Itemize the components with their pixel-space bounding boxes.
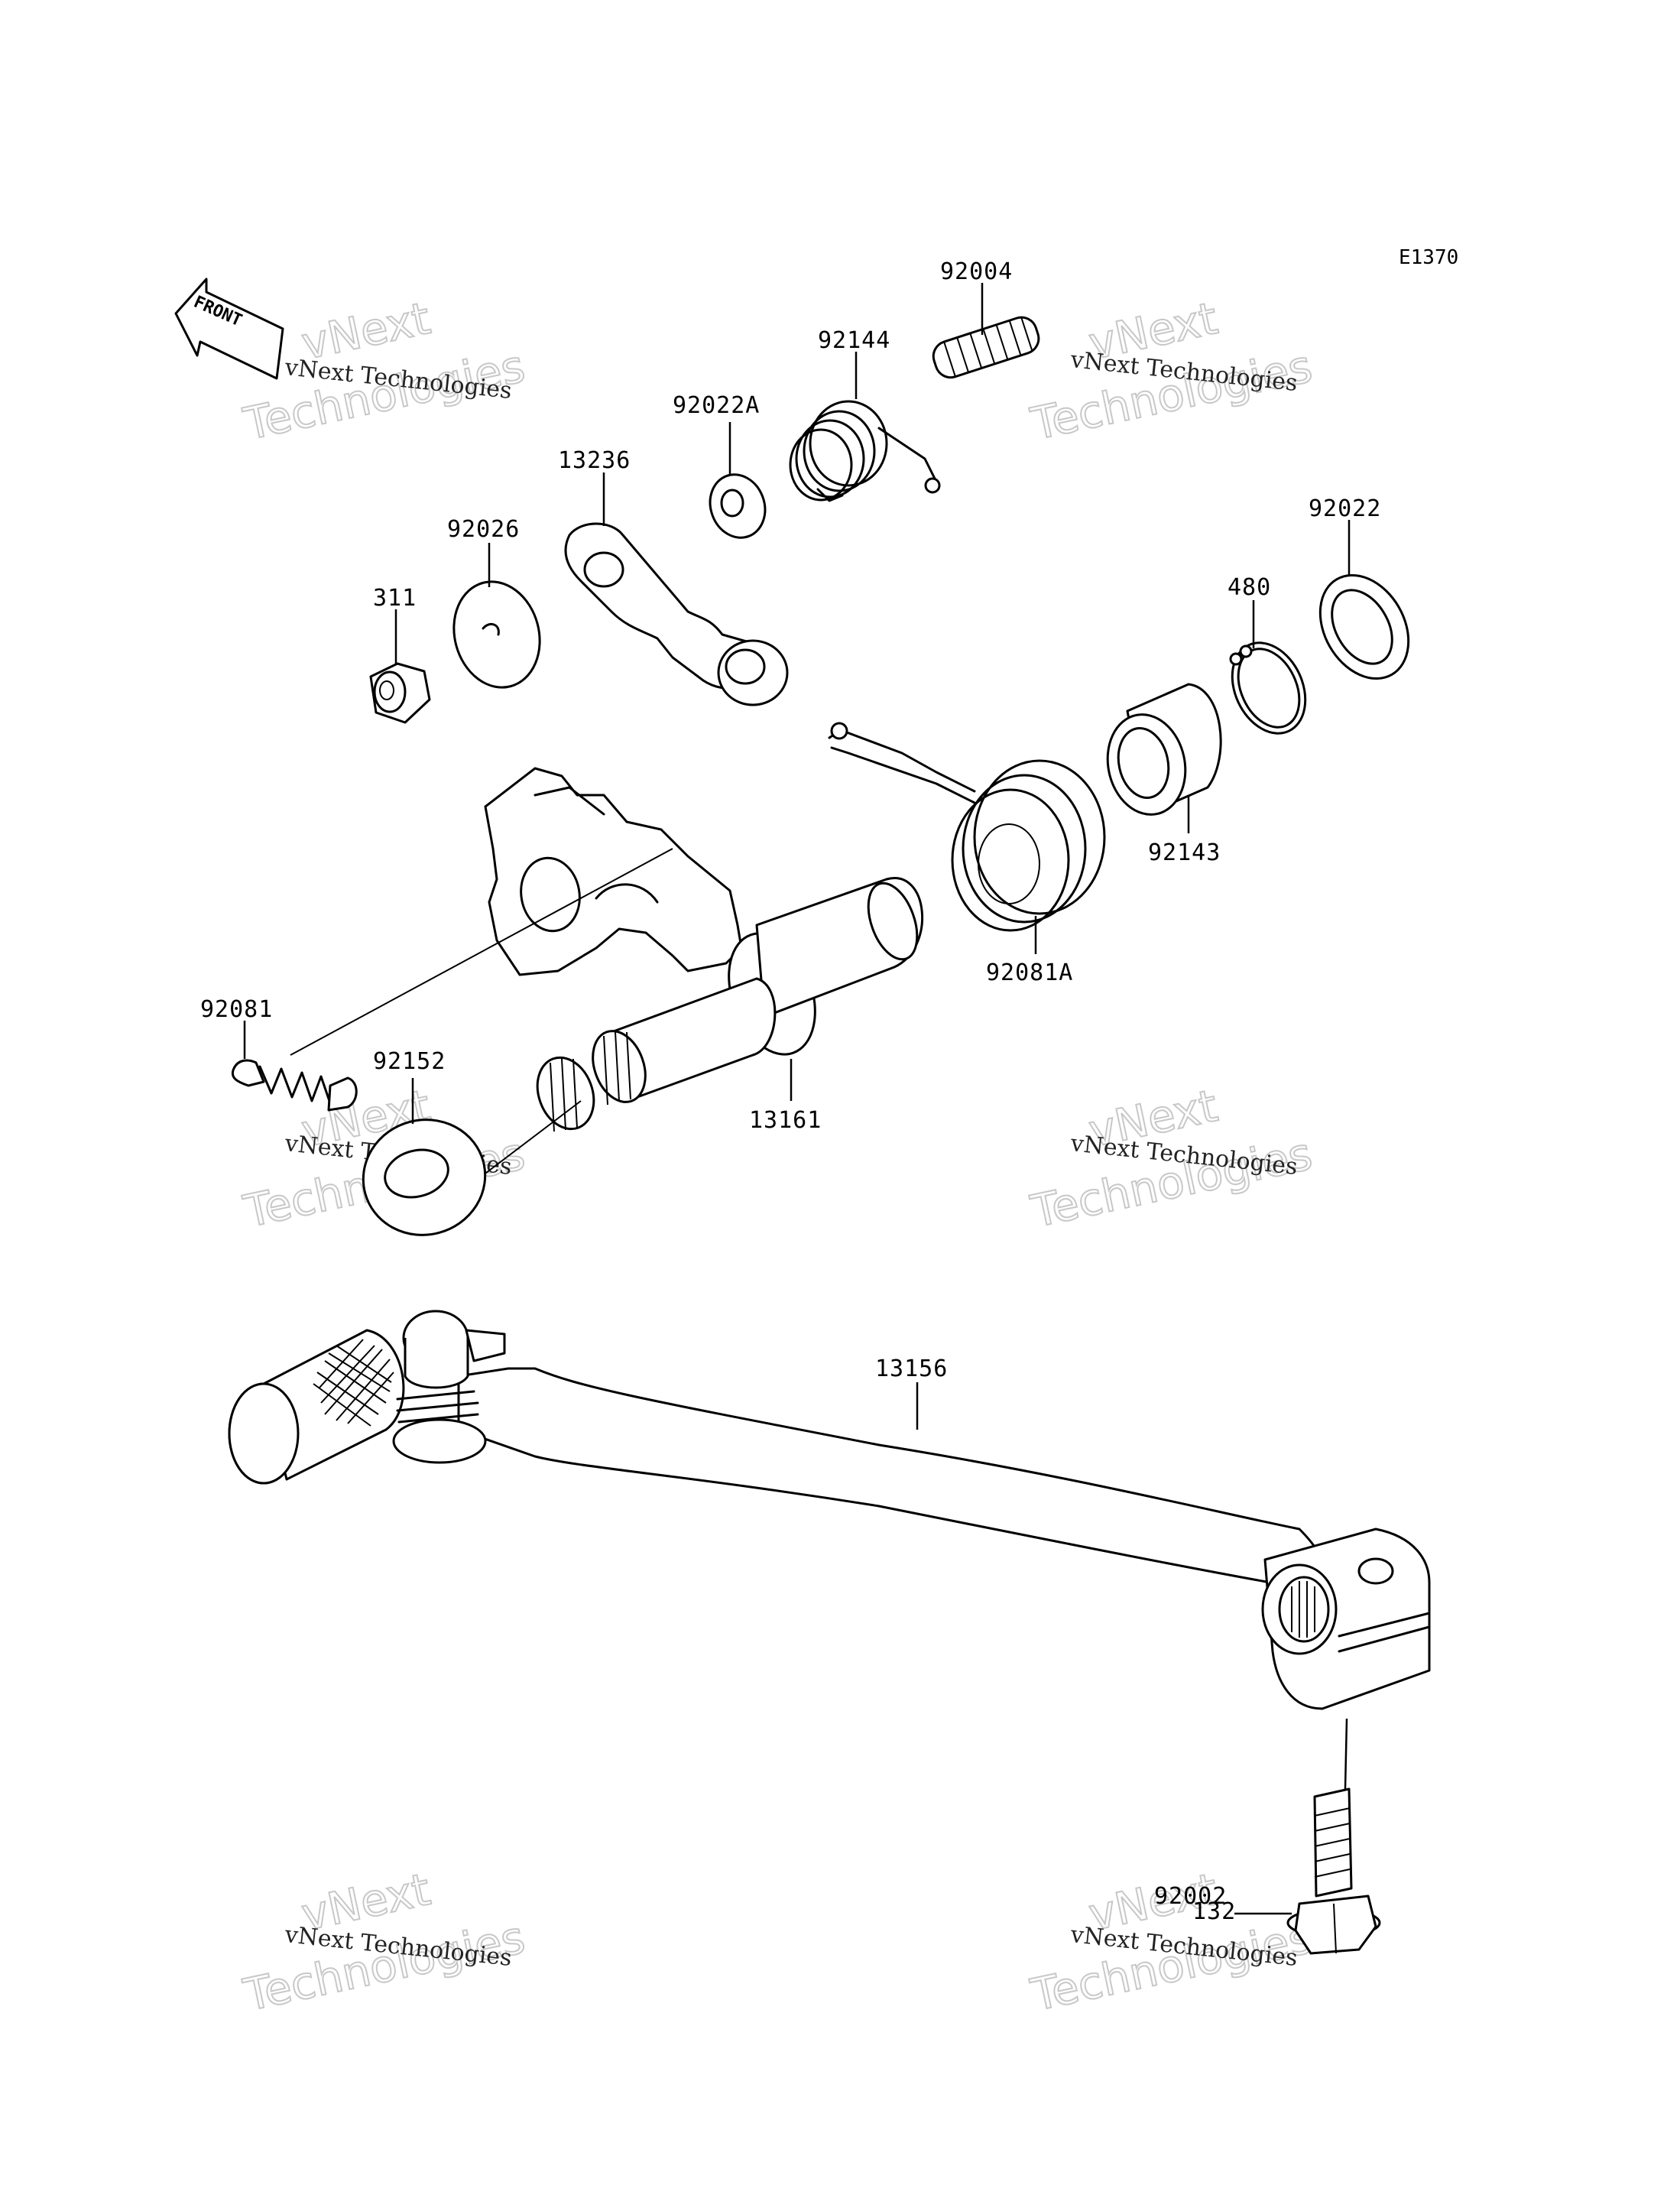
part-92002-bolt [1286,1787,1381,1955]
watermark-top-right: vNext Technologies vNext Technologies [1026,291,1318,451]
label-92143: 92143 [1148,839,1221,866]
part-92026-washer [452,580,541,689]
part-92081A-spring [828,722,1106,932]
label-480: 480 [1228,574,1271,601]
label-132: 132 [1192,1898,1236,1925]
label-92026: 92026 [447,516,520,543]
part-311-nut [369,662,431,724]
watermark-top-left: vNext Technologies vNext Technologies [238,291,530,451]
label-92004: 92004 [940,258,1013,285]
part-92022-washer [1318,573,1410,680]
label-92081: 92081 [200,996,273,1023]
part-13236-arm [564,522,789,706]
diagram-code: E1370 [1399,246,1458,269]
front-arrow-icon: FRONT [174,278,284,380]
part-92144-spring [789,400,941,502]
part-92152-seal [362,1118,487,1236]
label-92081A: 92081A [986,959,1073,986]
label-13156: 13156 [875,1355,948,1382]
watermark-bottom-left: vNext Technologies vNext Technologies [238,1862,530,2022]
part-92022A-washer [709,473,767,539]
label-92022: 92022 [1309,495,1381,522]
part-92004-screw [932,316,1040,379]
part-13156-shift-pedal [228,1310,1431,1710]
part-92143-collar [1106,683,1222,816]
label-92022A: 92022A [673,392,760,419]
watermark-mid-right: vNext Technologies vNext Technologies [1026,1079,1318,1239]
label-92144: 92144 [818,327,890,354]
label-92002: 92002 [1154,1883,1227,1910]
label-13236: 13236 [558,447,631,474]
part-480-circlip [1229,641,1307,735]
part-13161-shift-shaft [484,767,924,1132]
part-92081-pin-spring [231,1059,358,1112]
label-13161: 13161 [749,1107,822,1134]
label-311: 311 [373,585,417,612]
label-92152: 92152 [373,1048,446,1075]
